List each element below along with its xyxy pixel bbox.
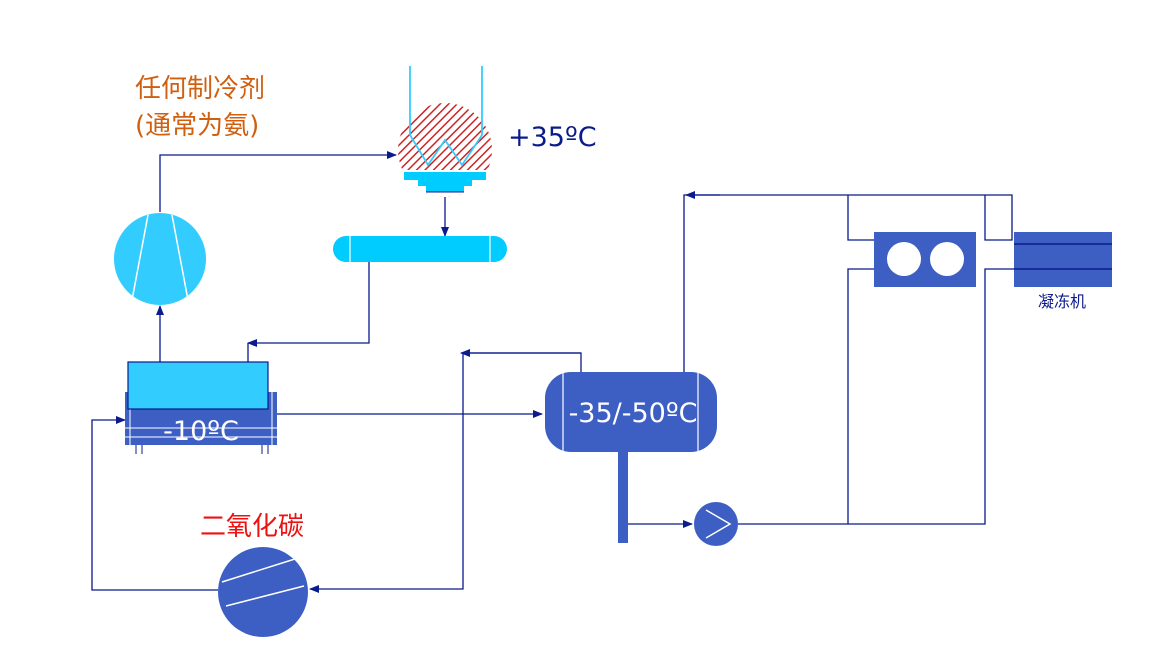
pipes [91, 151, 1014, 593]
pipe-receiver-to-hx [247, 262, 370, 347]
condenser [398, 66, 492, 197]
ammonia-receiver [333, 236, 507, 262]
co2-compressor [218, 547, 308, 637]
air-cooler [874, 232, 976, 287]
pipe-return-branch [847, 195, 874, 241]
freezer [1014, 232, 1112, 287]
freezer-label: 凝冻机 [1038, 292, 1086, 311]
pipe-return [683, 194, 1013, 372]
co2-pump [694, 502, 738, 546]
refrigerant-label-line2: (通常为氨) [135, 111, 259, 141]
pipe-co2-compressor-to-hx [91, 416, 218, 591]
co2-label: 二氧化碳 [200, 512, 304, 542]
pipe-nh3-discharge [159, 151, 397, 212]
condenser-temp-label: +35ºC [508, 122, 597, 153]
cascade-heat-exchanger [125, 361, 277, 454]
co2-receiver [545, 372, 717, 543]
co2-receiver-temp-label: -35/-50ºC [569, 398, 698, 429]
pipe-pump-branch [847, 268, 874, 524]
pipe-receiver-to-co2-compressor [309, 352, 582, 593]
ammonia-compressor [114, 213, 206, 305]
refrigerant-label-line1: 任何制冷剂 [135, 74, 265, 104]
hx-temp-label: -10ºC [163, 416, 239, 447]
pipe-pump-outlet [738, 268, 1014, 525]
